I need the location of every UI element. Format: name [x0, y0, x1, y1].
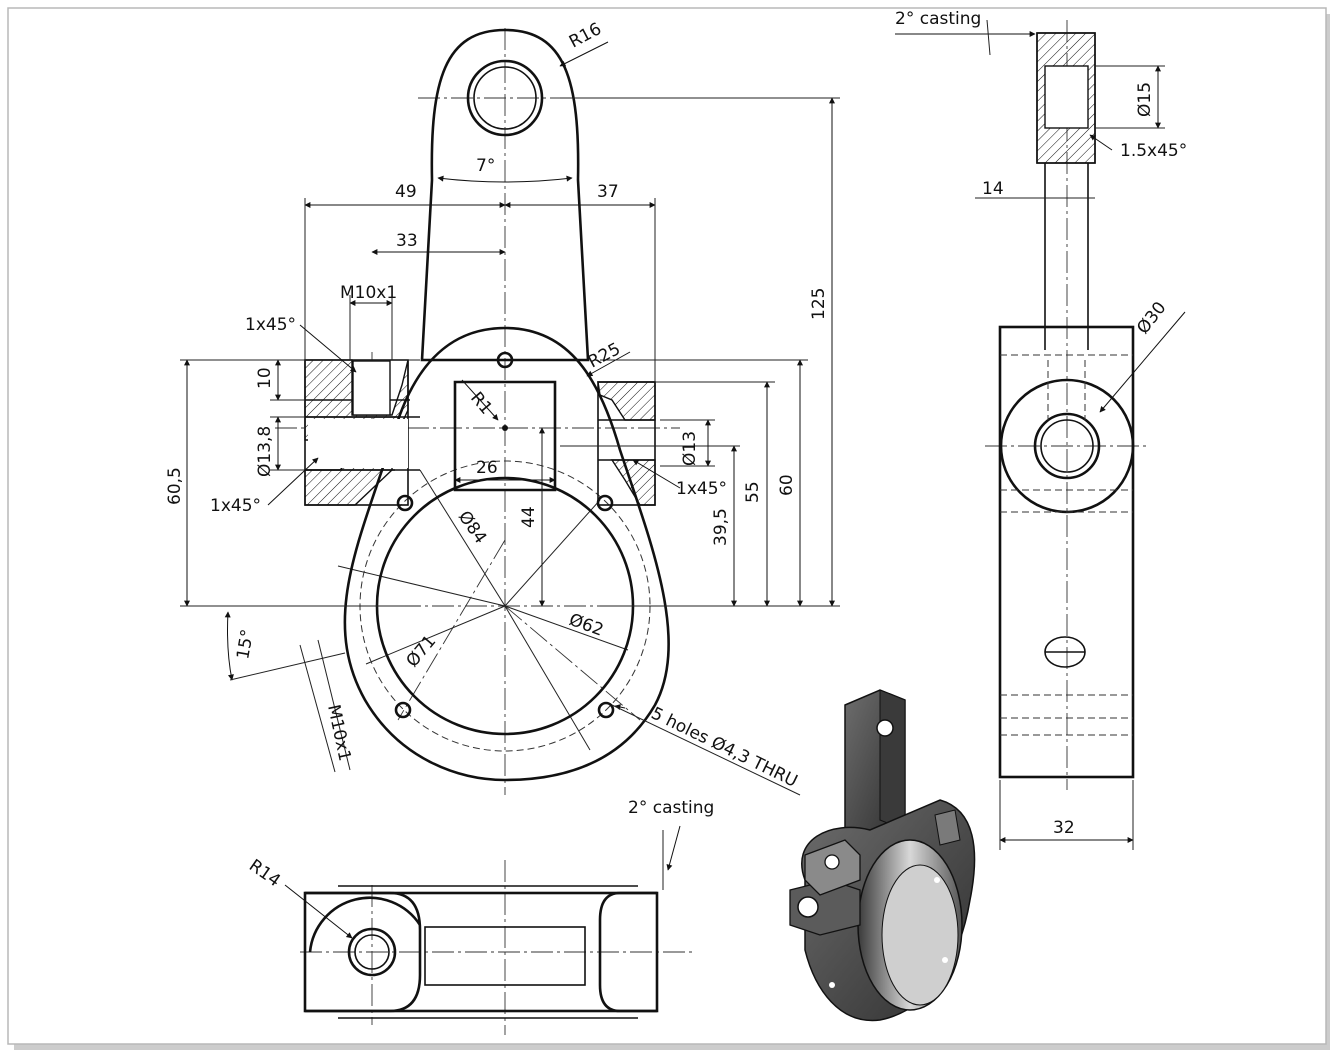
label-32: 32 — [1053, 818, 1075, 838]
label-37: 37 — [597, 182, 619, 202]
isometric-view — [789, 689, 976, 1022]
label-chamfer-top: 1x45° — [245, 315, 296, 335]
label-49: 49 — [395, 182, 417, 202]
label-d13-8: Ø13,8 — [255, 426, 275, 477]
label-26: 26 — [476, 458, 498, 478]
bolt-hole-5 — [597, 701, 615, 719]
label-60: 60 — [777, 474, 797, 496]
label-60-5: 60,5 — [165, 467, 185, 505]
label-casting-bottom: 2° casting — [628, 798, 714, 818]
slot-cutout — [453, 380, 557, 492]
arm-eye-inner — [473, 66, 537, 130]
bolt-hole-2 — [396, 494, 414, 512]
side-view — [895, 19, 1186, 850]
label-chamfer-left: 1x45° — [210, 496, 261, 516]
arm-eye-outer — [466, 59, 544, 137]
label-14: 14 — [982, 179, 1004, 199]
front-view — [180, 28, 840, 796]
label-angle7: 7° — [476, 156, 495, 176]
label-d15: Ø15 — [1135, 82, 1155, 117]
label-125: 125 — [809, 288, 829, 320]
arm-outline — [420, 28, 590, 362]
label-d13: Ø13 — [680, 431, 700, 466]
label-33: 33 — [396, 231, 418, 251]
label-10: 10 — [255, 367, 275, 389]
label-chamfer-15: 1.5x45° — [1120, 141, 1187, 161]
label-55: 55 — [743, 481, 763, 503]
bolt-hole-1 — [496, 351, 514, 369]
sheet-frame — [7, 7, 1330, 1050]
label-casting-top: 2° casting — [895, 9, 981, 29]
top-view — [284, 825, 695, 1035]
side-body — [998, 325, 1135, 779]
top-body — [303, 891, 659, 1013]
label-39-5: 39,5 — [711, 508, 731, 546]
bolt-hole-4 — [394, 701, 412, 719]
label-44: 44 — [519, 506, 539, 528]
label-m10x1-top: M10x1 — [340, 283, 397, 303]
label-chamfer-right: 1x45° — [676, 479, 727, 499]
